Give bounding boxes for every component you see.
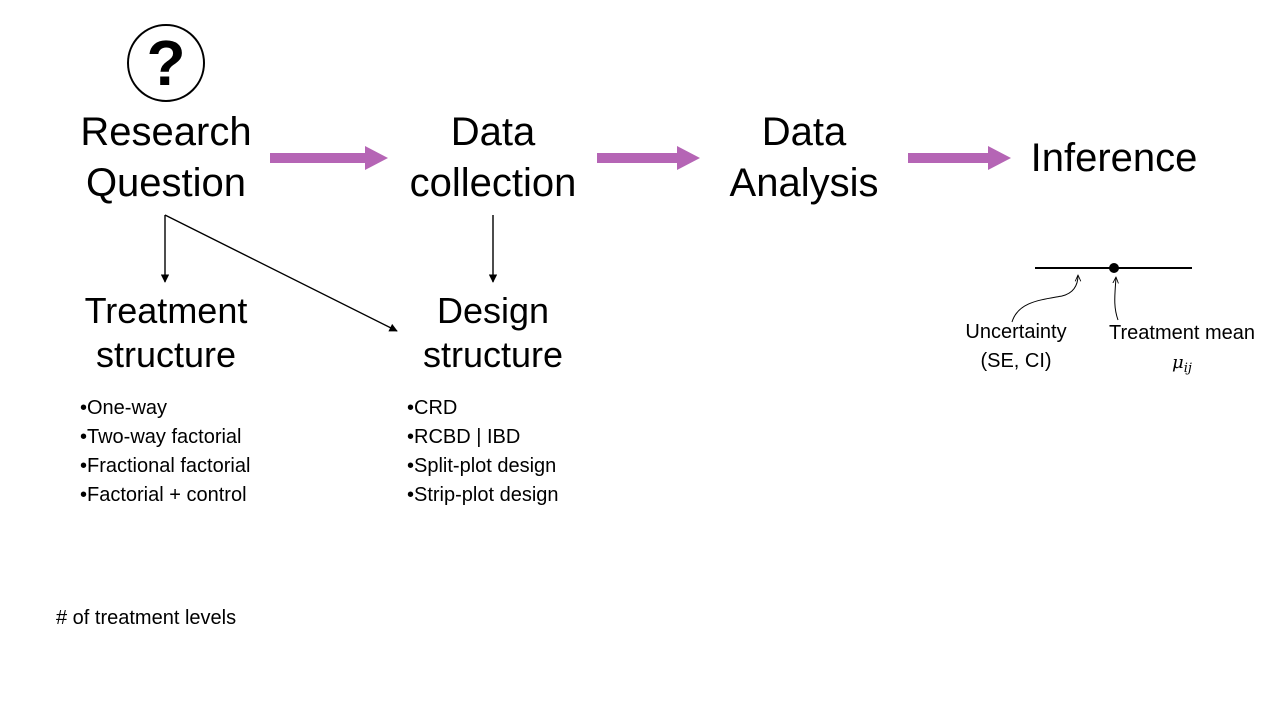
uncertainty-label-line1: Uncertainty — [965, 321, 1067, 343]
treatment-structure-title-line1: Treatment — [84, 290, 248, 331]
question-mark-glyph: ? — [146, 27, 186, 99]
arrow-question-to-design — [164, 214, 398, 332]
stage-data-collection: Data collection — [393, 107, 593, 209]
stage-research-question-line2: Question — [85, 161, 247, 205]
footnote: # of treatment levels — [56, 604, 236, 633]
treatment-mean-label: Treatment mean μij — [1094, 319, 1270, 383]
flow-arrow-3 — [908, 146, 1011, 170]
design-structure-title: Design structure — [393, 289, 593, 377]
stage-research-question-line1: Research — [80, 110, 252, 154]
design-structure-list: •CRD •RCBD | IBD •Split-plot design •Str… — [407, 394, 559, 510]
treatment-mean-label-text: Treatment mean — [1109, 322, 1255, 344]
list-item: •Factorial + control — [80, 484, 247, 506]
list-item: •One-way — [80, 397, 168, 419]
stage-inference-label: Inference — [1030, 136, 1198, 180]
treatment-structure-list: •One-way •Two-way factorial •Fractional … — [80, 394, 250, 510]
list-item: •Two-way factorial — [80, 426, 242, 448]
list-item: •Strip-plot design — [407, 484, 559, 506]
uncertainty-label: Uncertainty (SE, CI) — [946, 318, 1086, 376]
treatment-structure-title-line2: structure — [95, 334, 237, 375]
flow-arrow-2 — [597, 146, 700, 170]
stage-research-question: Research Question — [66, 107, 266, 209]
footnote-text: # of treatment levels — [56, 607, 237, 629]
list-item: •CRD — [407, 397, 458, 419]
stage-inference: Inference — [1014, 133, 1214, 184]
treatment-structure-title: Treatment structure — [66, 289, 266, 377]
mean-pointer — [1115, 277, 1118, 321]
stage-data-analysis-line1: Data — [761, 110, 847, 154]
list-item: •Fractional factorial — [80, 455, 251, 477]
list-item: •RCBD | IBD — [407, 426, 521, 448]
flow-arrow-1 — [270, 146, 388, 170]
mu-symbol: μ — [1172, 352, 1184, 373]
design-structure-title-line1: Design — [436, 290, 550, 331]
design-structure-title-line2: structure — [422, 334, 564, 375]
question-mark-icon: ? — [127, 24, 205, 102]
mu-subscript: ij — [1183, 361, 1192, 376]
uncertainty-label-line2: (SE, CI) — [980, 350, 1052, 372]
uncertainty-pointer — [1011, 275, 1078, 323]
stage-data-analysis: Data Analysis — [704, 107, 904, 209]
list-item: •Split-plot design — [407, 455, 557, 477]
stage-data-collection-line1: Data — [450, 110, 536, 154]
treatment-mean-symbol: μij — [1094, 348, 1270, 383]
stage-data-collection-line2: collection — [409, 161, 577, 205]
mean-point — [1109, 263, 1119, 273]
stage-data-analysis-line2: Analysis — [729, 161, 879, 205]
